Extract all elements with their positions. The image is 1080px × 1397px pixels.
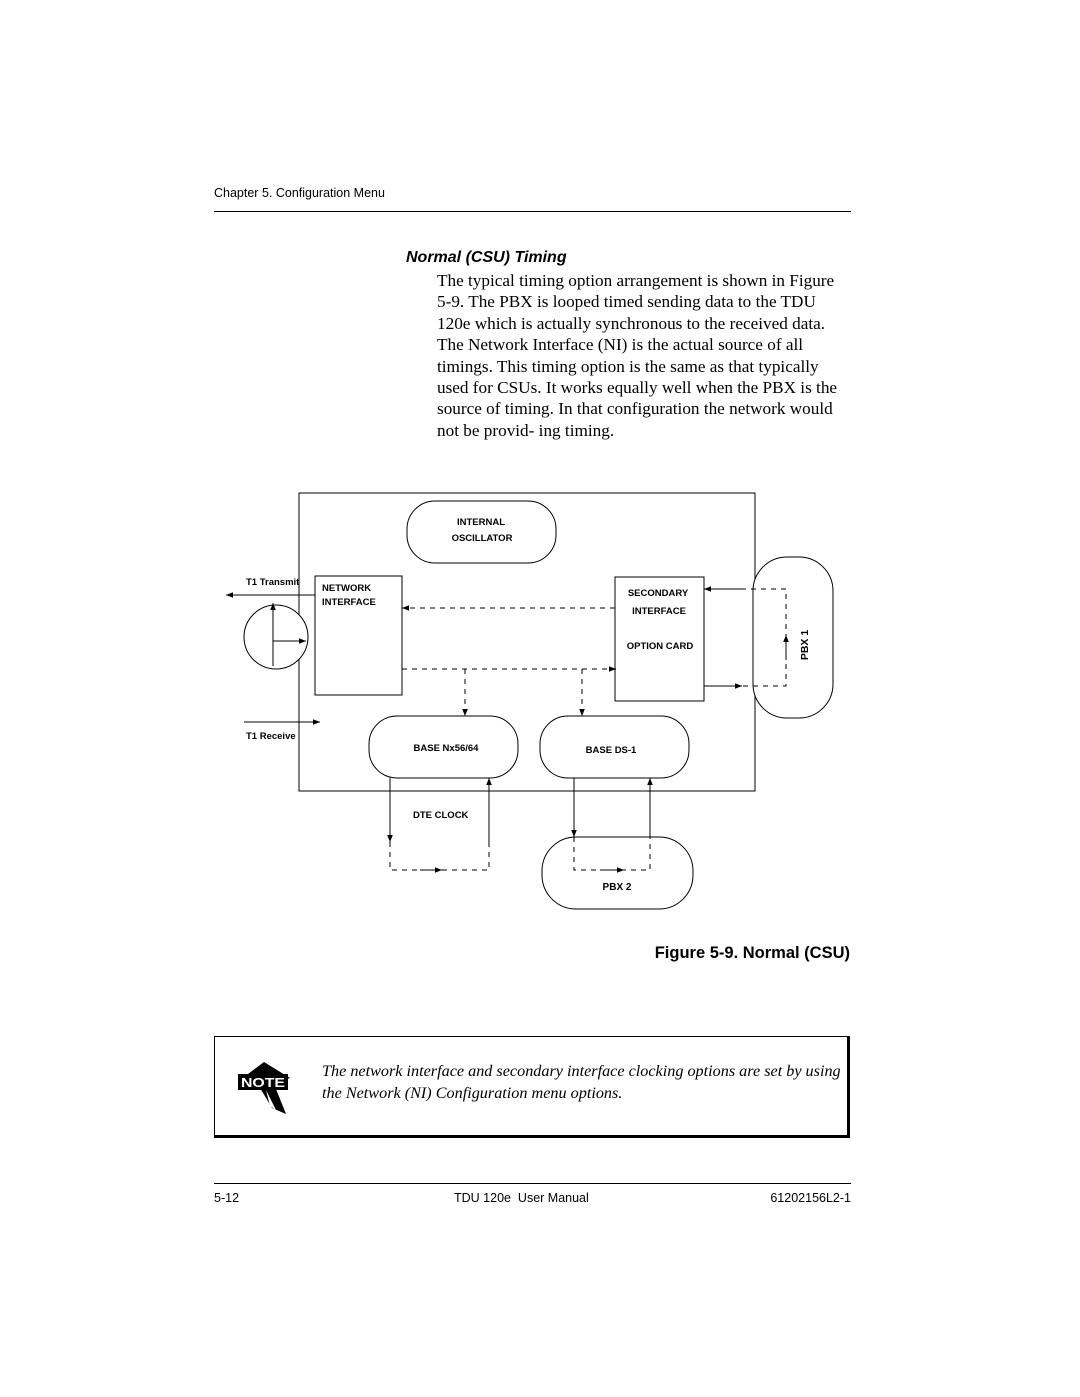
note-box: [214, 1036, 850, 1138]
footer-page-number: 5-12: [214, 1191, 240, 1205]
timing-diagram: INTERNAL OSCILLATOR NETWORK INTERFACE SE…: [226, 492, 834, 910]
loopback-clock-symbol: [243, 604, 309, 670]
base-nx-block: [368, 715, 519, 779]
secondary-interface-block: [614, 576, 705, 702]
pbx1-block: [752, 556, 834, 719]
base-nx-label: BASE Nx56/64: [414, 743, 480, 754]
footer-manual-title: TDU 120e User Manual: [454, 1191, 589, 1205]
base-ds1-label: BASE DS-1: [586, 745, 637, 756]
internal-oscillator-label-2: OSCILLATOR: [452, 533, 513, 544]
secondary-interface-label-1: SECONDARY: [628, 588, 689, 599]
dte-clock-label: DTE CLOCK: [413, 810, 469, 821]
network-interface-block: [314, 575, 403, 696]
pbx1-label: PBX 1: [799, 630, 811, 661]
running-header: Chapter 5. Configuration Menu: [214, 186, 385, 200]
dte-loop-dashed: [389, 842, 490, 871]
internal-oscillator-label-1: INTERNAL: [457, 517, 505, 528]
note-text: The network interface and secondary inte…: [322, 1062, 841, 1102]
header-rule: [214, 211, 851, 212]
network-interface-label-1: NETWORK: [322, 583, 371, 594]
option-card-label: OPTION CARD: [627, 641, 694, 652]
secondary-interface-label-2: INTERFACE: [632, 606, 686, 617]
internal-oscillator-block: [406, 500, 557, 564]
pbx2-label: PBX 2: [603, 882, 632, 893]
t1-receive-label: T1 Receive: [246, 731, 296, 742]
note-icon: NOTE: [238, 1062, 290, 1114]
pbx2-block: [541, 836, 694, 910]
note-icon-label: NOTE: [241, 1075, 285, 1090]
t1-transmit-label: T1 Transmit: [246, 577, 300, 588]
footer-document-number: 61202156L2-1: [770, 1191, 851, 1205]
footer-rule: [214, 1183, 851, 1184]
base-ds1-block: [539, 715, 690, 779]
figure-caption: Figure 5-9. Normal (CSU): [654, 944, 850, 962]
section-heading: Normal (CSU) Timing: [406, 249, 567, 266]
network-interface-label-2: INTERFACE: [322, 597, 376, 608]
body-paragraph: The typical timing option arrangement is…: [437, 271, 838, 440]
